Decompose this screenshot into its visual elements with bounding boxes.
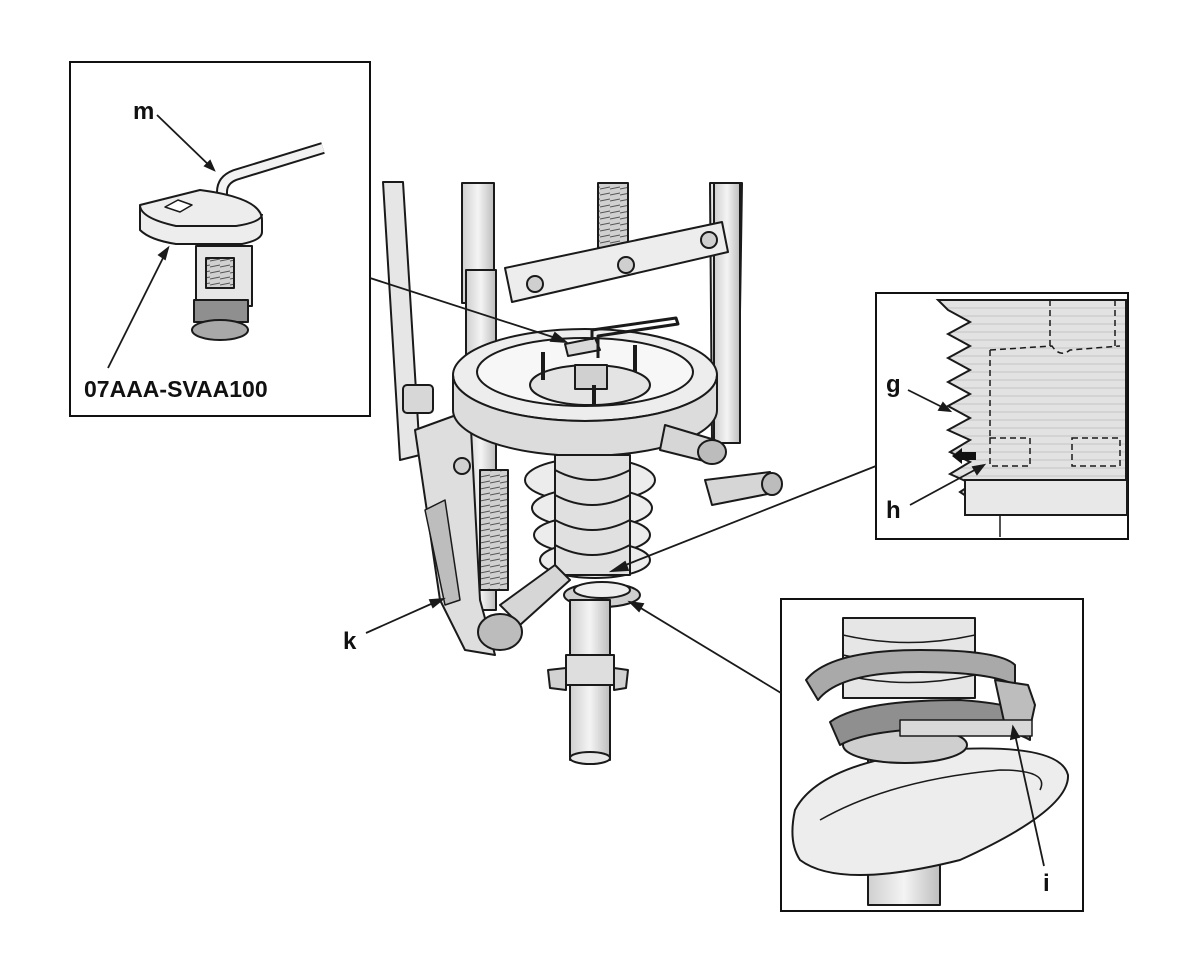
part-number-label: 07AAA-SVAA100 [84,376,268,402]
callout-g: g [886,371,901,398]
callout-i: i [1043,870,1050,897]
leader-lines-inset1 [107,114,569,369]
arrow-left-icon [952,448,976,464]
leader-lines-inset3 [627,600,1045,867]
callout-m: m [133,98,155,125]
callout-h: h [886,497,901,524]
allen-key-icon [216,142,325,235]
boot-detail [935,299,1128,537]
leader-line-k [365,597,446,634]
spring-seat-detail [791,617,1070,906]
spring-compressor [382,181,783,765]
leader-lines-inset2 [608,389,987,573]
socket-holder-icon [139,189,263,341]
callout-k: k [343,628,357,655]
